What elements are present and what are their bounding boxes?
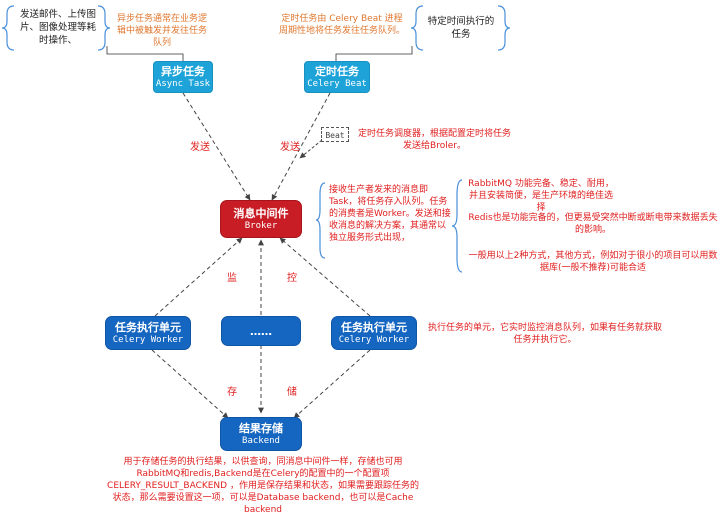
note-beat-desc: 定时任务由 Celery Beat 进程周期性地将任务发往任务队列。 [278, 14, 405, 36]
celery-beat-node[interactable]: 定时任务 Celery Beat [304, 61, 370, 93]
backend-title: 结果存储 [239, 421, 283, 435]
async-task-node[interactable]: 异步任务 Async Task [153, 61, 213, 93]
brace-options [451, 179, 463, 273]
note-async-desc: 异步任务通常在业务逻辑中被触发并发往任务队列 [116, 14, 207, 48]
label-send-left: 发送 [190, 142, 210, 153]
broker-title: 消息中间件 [233, 206, 289, 220]
label-store-1: 存 [227, 387, 237, 398]
note-scheduled-task: 特定时间执行的任务 [427, 16, 495, 40]
note-task-examples: 发送邮件、上传图片、图像处理等耗时操作、 [19, 9, 96, 46]
label-monitor-2: 控 [287, 273, 297, 284]
label-store-2: 储 [287, 387, 297, 398]
backend-subtitle: Backend [242, 435, 280, 446]
beat-scheduler-box: Beat [321, 127, 349, 142]
brace-broker-right [315, 182, 326, 259]
label-monitor-1: 监 [227, 273, 237, 284]
brace-top-right-left [410, 5, 424, 51]
brace-top-left-right [97, 5, 111, 51]
note-rabbitmq: RabbitMQ 功能完备、稳定、耐用，并且安装简便，是生产环境的绝佳选择 [468, 179, 614, 213]
celery-beat-title: 定时任务 [315, 64, 359, 78]
worker-right-title: 任务执行单元 [341, 320, 407, 334]
broker-subtitle: Broker [244, 220, 278, 231]
worker-more-node[interactable]: …… [221, 316, 301, 346]
worker-left-subtitle: Celery Worker [112, 334, 184, 345]
arrow-async-to-broker [182, 92, 251, 201]
brace-top-left [1, 5, 15, 51]
worker-more-title: …… [250, 324, 272, 338]
note-redis: Redis也是功能完备的，但更易受突然中断或断电带来数据丢失的影响。 [468, 213, 718, 235]
backend-node[interactable]: 结果存储 Backend [220, 417, 302, 451]
note-common-way: 一般用以上2种方式，其他方式，例如对于很小的项目可以用数据库(一般不推荐)可能合… [468, 251, 718, 273]
worker-left-node[interactable]: 任务执行单元 Celery Worker [105, 316, 191, 350]
leader-beat [335, 46, 413, 61]
note-broker-desc: 接收生产者发来的消息即Task，将任务存入队列。任务的消费者是Worker。发送… [329, 185, 451, 243]
note-worker-desc: 执行任务的单元，它实时监控消息队列，如果有任务就获取任务并执行它。 [427, 323, 662, 345]
async-task-subtitle: Async Task [155, 78, 211, 89]
async-task-title: 异步任务 [161, 64, 205, 78]
label-send-right: 发送 [280, 142, 300, 153]
arrow-worker-left-to-broker [154, 237, 243, 317]
note-backend-desc: 用于存储任务的执行结果，以供查询，同消息中间件一样，存储也可用RabbitMQ和… [107, 457, 419, 515]
brace-top-right [497, 5, 511, 51]
worker-right-node[interactable]: 任务执行单元 Celery Worker [331, 316, 417, 350]
arrow-worker-right-to-backend [293, 349, 371, 419]
arrow-worker-right-to-broker [279, 237, 371, 317]
arrow-worker-left-to-backend [151, 349, 229, 419]
arrow-beat-to-broker [271, 92, 331, 201]
worker-left-title: 任务执行单元 [115, 320, 181, 334]
broker-node[interactable]: 消息中间件 Broker [220, 200, 302, 238]
note-scheduler-desc: 定时任务调度器，根据配置定时将任务发送给Broler。 [357, 129, 511, 151]
worker-right-subtitle: Celery Worker [338, 334, 410, 345]
leader-async [106, 46, 184, 61]
celery-beat-subtitle: Celery Beat [307, 78, 367, 89]
